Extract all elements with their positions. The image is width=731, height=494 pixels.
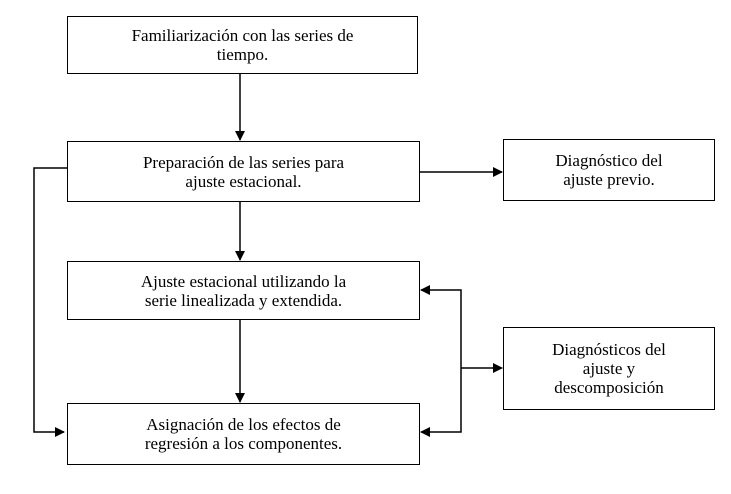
node-familiarizacion: Familiarización con las series de tiempo… [67,16,418,74]
node-ajuste-estacional: Ajuste estacional utilizando la serie li… [67,261,420,320]
arrow-preparacion-to-asignacion [33,167,67,437]
arrow-diagnosticos-to-asignacion [420,368,462,437]
node-asignacion-label: Asignación de los efectos de regresión a… [144,415,343,453]
node-diagnosticos-ajuste: Diagnósticos del ajuste y descomposición [503,327,715,410]
arrow-diagnosticos-to-ajuste-estacional [420,285,462,368]
node-diagnostico-previo: Diagnóstico del ajuste previo. [503,139,715,201]
node-ajuste-estacional-label: Ajuste estacional utilizando la serie li… [140,271,347,310]
node-preparacion-label: Preparación de las series para ajuste es… [142,152,345,191]
node-diagnosticos-ajuste-label: Diagnósticos del ajuste y descomposición [552,340,666,397]
node-diagnostico-previo-label: Diagnóstico del ajuste previo. [555,151,663,189]
node-familiarizacion-label: Familiarización con las series de tiempo… [131,26,354,64]
node-asignacion: Asignación de los efectos de regresión a… [67,403,420,465]
node-preparacion: Preparación de las series para ajuste es… [67,141,420,202]
